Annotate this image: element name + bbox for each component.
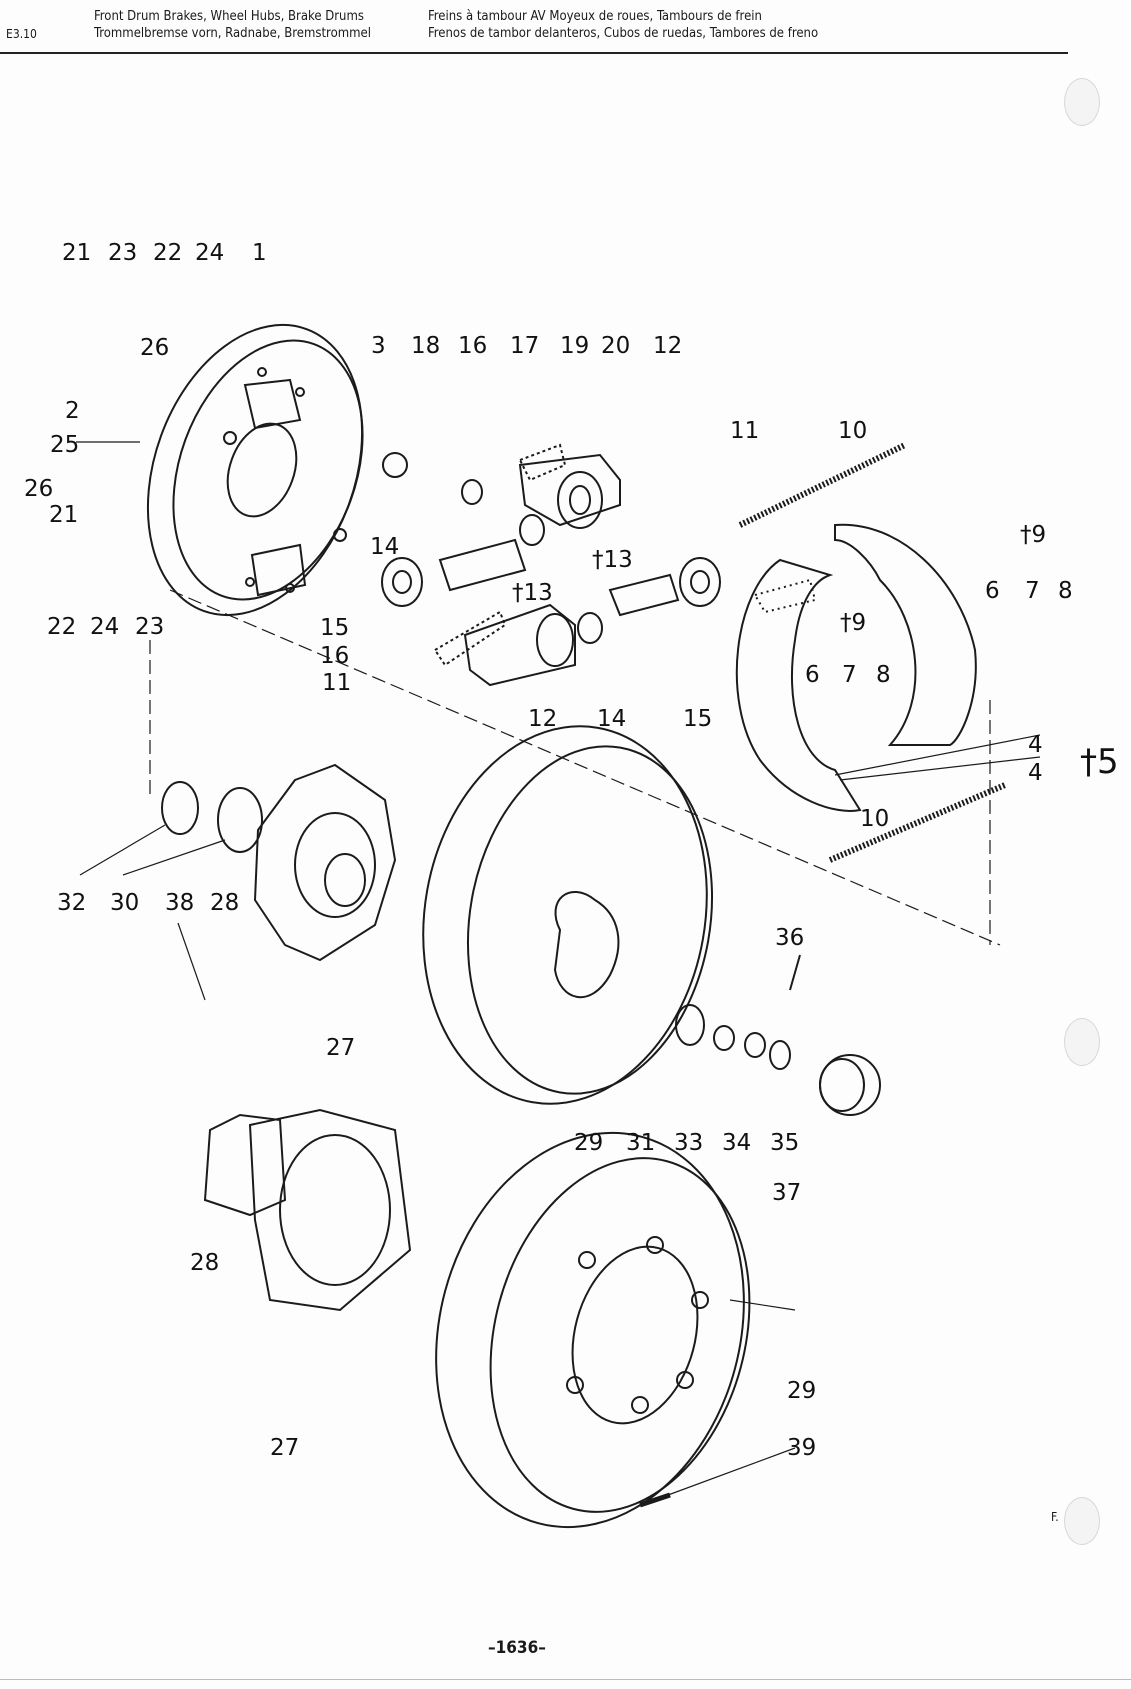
callout-33: 33 [674, 1130, 703, 1156]
callout-7: 7 [1025, 578, 1040, 604]
callout-4: 4 [1028, 760, 1043, 786]
callout-31: 31 [626, 1130, 655, 1156]
callout-3: 3 [371, 333, 386, 359]
callout-21: 21 [62, 240, 91, 266]
brake-drum-front [422, 725, 714, 1105]
callout-34: 34 [722, 1130, 751, 1156]
binder-hole-bottom [1064, 1497, 1100, 1545]
pistons-boots [381, 452, 721, 644]
callout-6: 6 [805, 662, 820, 688]
callout-12: 12 [653, 333, 682, 359]
page-number: –1636– [488, 1638, 546, 1658]
callout-32: 32 [57, 890, 86, 916]
callout-26: 26 [140, 335, 169, 361]
bearing-nut-cap [675, 954, 881, 1116]
backing-plate [146, 323, 364, 617]
binder-hole-top [1064, 78, 1100, 126]
callout-24: 24 [90, 614, 119, 640]
wheel-cylinder-lower [433, 603, 576, 687]
callout-37: 37 [772, 1180, 801, 1206]
callout-16: 16 [320, 643, 349, 669]
callout-29: 29 [787, 1378, 816, 1404]
title-french: Freins à tambour AV Moyeux de roues, Tam… [428, 9, 762, 24]
callout-35: 35 [770, 1130, 799, 1156]
wheel-hub-rear [203, 1108, 412, 1312]
return-springs [738, 442, 1007, 863]
footer-rule [0, 1679, 1131, 1680]
callout-30: 30 [110, 890, 139, 916]
callout-10: 10 [838, 418, 867, 444]
callout-10: 10 [860, 806, 889, 832]
callout-38: 38 [165, 890, 194, 916]
binder-hole-middle [1064, 1018, 1100, 1066]
callout-7: 7 [842, 662, 857, 688]
callout-14: 14 [370, 534, 399, 560]
title-right: Freins à tambour AV Moyeux de roues, Tam… [428, 8, 818, 42]
callout-13: †13 [512, 580, 553, 606]
title-left: Front Drum Brakes, Wheel Hubs, Brake Dru… [94, 8, 371, 42]
section-code: E3.10 [6, 27, 37, 41]
callout-9: †9 [840, 610, 866, 636]
corner-mark: F. [1051, 1510, 1059, 1524]
callout-4: 4 [1028, 732, 1043, 758]
callout-2: 2 [65, 398, 80, 424]
brake-drum-rear [435, 1131, 751, 1529]
callout-labels: 21 23 22 24 1 26 2 25 26 21 22 24 23 3 1… [24, 240, 1119, 1461]
wheel-cylinder-upper [518, 443, 621, 529]
callout-15: 15 [320, 615, 349, 641]
callout-8: 8 [1058, 578, 1073, 604]
callout-1: 1 [252, 240, 267, 266]
header-rule [0, 52, 1068, 54]
callout-20: 20 [601, 333, 630, 359]
callout-18: 18 [411, 333, 440, 359]
callout-29: 29 [574, 1130, 603, 1156]
callout-11: 11 [322, 670, 351, 696]
callout-23: 23 [135, 614, 164, 640]
callout-39: 39 [787, 1435, 816, 1461]
title-german: Trommelbremse vorn, Radnabe, Bremstromme… [94, 26, 371, 41]
callout-8: 8 [876, 662, 891, 688]
callout-28: 28 [210, 890, 239, 916]
callout-5: †5 [1080, 742, 1119, 782]
title-english: Front Drum Brakes, Wheel Hubs, Brake Dru… [94, 9, 364, 24]
leader-lines [76, 441, 1041, 1499]
callout-11: 11 [730, 418, 759, 444]
callout-15: 15 [683, 706, 712, 732]
callout-17: 17 [510, 333, 539, 359]
callout-22: 22 [47, 614, 76, 640]
callout-12: 12 [528, 706, 557, 732]
callout-26: 26 [24, 476, 53, 502]
callout-14: 14 [597, 706, 626, 732]
callout-19: 19 [560, 333, 589, 359]
callout-13: †13 [592, 547, 633, 573]
title-spanish: Frenos de tambor delanteros, Cubos de ru… [428, 26, 819, 41]
callout-25: 25 [50, 432, 79, 458]
callout-36: 36 [775, 925, 804, 951]
callout-24: 24 [195, 240, 224, 266]
callout-28: 28 [190, 1250, 219, 1276]
callout-9: †9 [1020, 522, 1046, 548]
callout-16: 16 [458, 333, 487, 359]
callout-27: 27 [326, 1035, 355, 1061]
callout-22: 22 [153, 240, 182, 266]
wheel-hub-front [161, 763, 397, 962]
brake-shoes [735, 523, 977, 812]
callout-23: 23 [108, 240, 137, 266]
callout-27: 27 [270, 1435, 299, 1461]
callout-6: 6 [985, 578, 1000, 604]
callout-21: 21 [49, 502, 78, 528]
